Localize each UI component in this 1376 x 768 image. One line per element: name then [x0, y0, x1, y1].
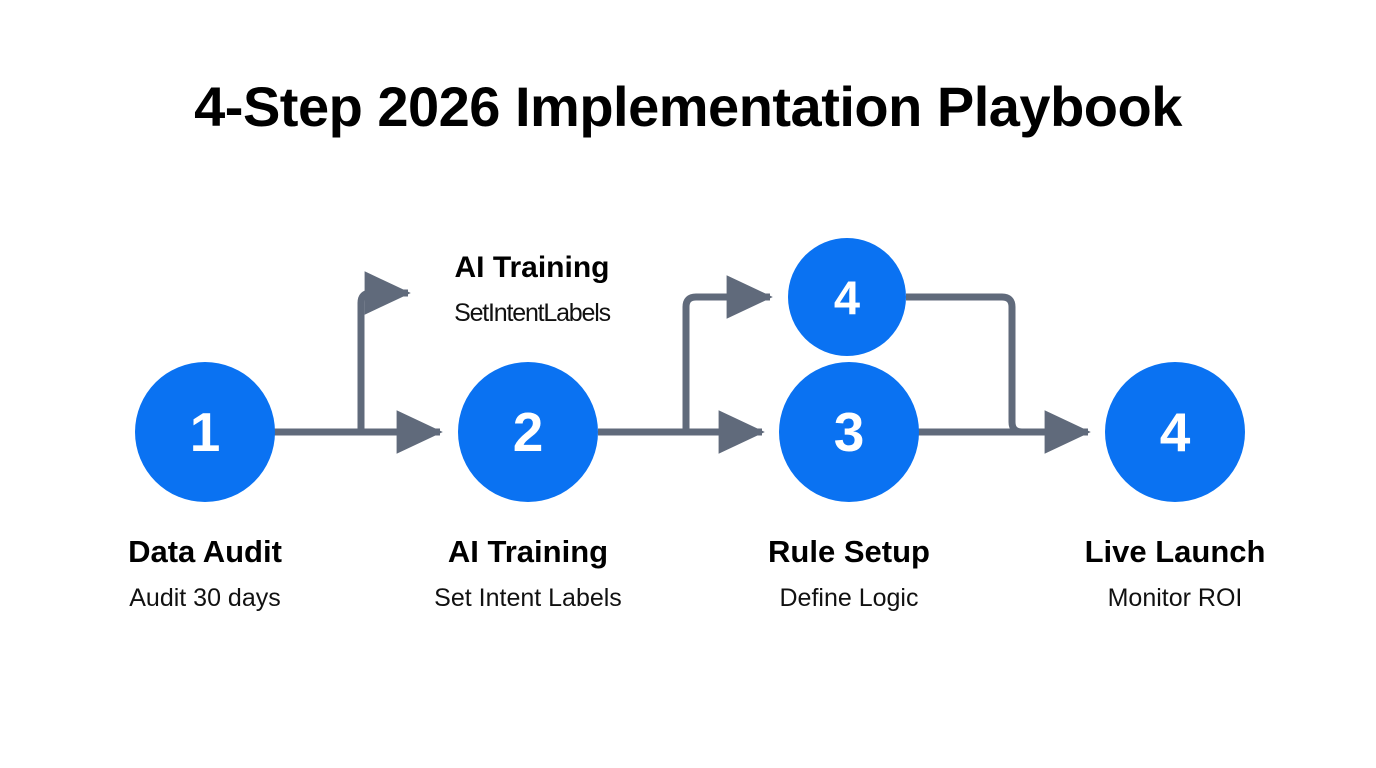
connector-node4-top-rejoin	[906, 293, 1060, 436]
node-4-number: 4	[1159, 400, 1191, 463]
node-4[interactable]: 4	[1105, 362, 1245, 502]
branch-label-ai-training-sub: SetIntentLabels	[454, 299, 611, 327]
step-1-sub: Audit 30 days	[129, 583, 281, 612]
step-4-title: Live Launch	[1084, 534, 1266, 569]
branch-label-ai-training-title: AI Training	[454, 251, 610, 284]
node-3-number: 3	[833, 400, 865, 463]
step-3-title: Rule Setup	[768, 534, 930, 569]
step-3-sub: Define Logic	[779, 583, 919, 612]
step-2-title: AI Training	[447, 534, 609, 569]
node-2[interactable]: 2	[458, 362, 598, 502]
step-2-sub: Set Intent Labels	[434, 583, 622, 612]
branch-node-4-number: 4	[833, 270, 861, 324]
node-3[interactable]: 3	[779, 362, 919, 502]
step-caption-ai-training: AI Training Set Intent Labels	[368, 534, 688, 612]
step-caption-rule-setup: Rule Setup Define Logic	[689, 534, 1009, 612]
page-title: 4-Step 2026 Implementation Playbook	[194, 75, 1182, 138]
branch-label-ai-training: AI Training SetIntentLabels	[372, 251, 692, 328]
step-caption-live-launch: Live Launch Monitor ROI	[1015, 534, 1335, 612]
node-1-number: 1	[189, 400, 221, 463]
connector-branch-node4-top	[682, 275, 773, 432]
branch-node-4[interactable]: 4	[788, 238, 906, 356]
step-4-sub: Monitor ROI	[1107, 583, 1243, 612]
step-1-title: Data Audit	[128, 534, 282, 569]
step-caption-data-audit: Data Audit Audit 30 days	[45, 534, 365, 612]
node-2-number: 2	[512, 400, 544, 463]
node-1[interactable]: 1	[135, 362, 275, 502]
